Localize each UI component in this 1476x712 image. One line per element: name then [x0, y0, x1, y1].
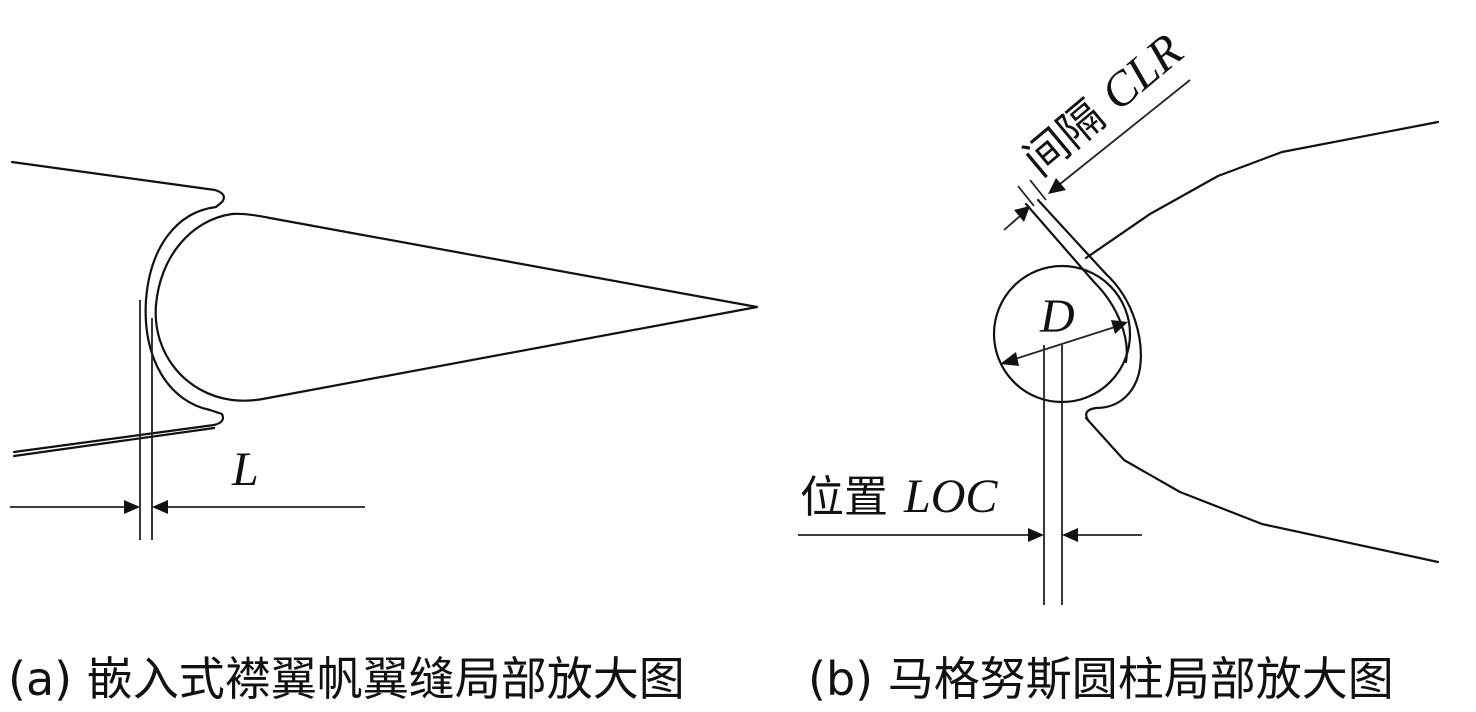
- main-wing-upper-surface: [10, 160, 225, 454]
- loc-label-var: LOC: [903, 470, 998, 523]
- clr-ref-2: [1029, 179, 1047, 201]
- diameter-label: D: [1039, 290, 1075, 343]
- diameter-line: [1011, 325, 1119, 361]
- clr-ref-1: [1017, 185, 1035, 207]
- main-wing-lower-edge: [12, 426, 216, 458]
- clr-label-cn: 间隔: [1014, 91, 1114, 187]
- clr-upper-line: [1059, 79, 1191, 185]
- panel-b-diagram: D 位置 LOC 间隔 CLR: [798, 24, 1440, 605]
- panel-a-diagram: L: [10, 160, 759, 540]
- main-wing-upper-surface-b: [1084, 120, 1440, 260]
- loc-label-cn: 位置: [800, 472, 888, 523]
- diameter-arrowhead-left: [1000, 352, 1019, 366]
- panel-b-caption: (b) 马格努斯圆柱局部放大图: [808, 652, 1394, 706]
- dimension-l-label: L: [231, 443, 259, 496]
- cylinder-fairing: [1036, 198, 1142, 422]
- clr-lower-line: [1003, 215, 1021, 231]
- loc-label: 位置 LOC: [800, 470, 998, 523]
- clr-upper-arrowhead: [1048, 178, 1066, 194]
- dimension-l-right-arrowhead: [152, 500, 168, 514]
- clr-lower-arrowhead: [1014, 206, 1030, 222]
- clr-label: 间隔 CLR: [1013, 24, 1193, 187]
- loc-right-arrowhead: [1062, 528, 1078, 542]
- main-wing-lower-surface-b: [1084, 416, 1440, 564]
- panel-a-caption: (a) 嵌入式襟翼帆翼缝局部放大图: [8, 652, 685, 706]
- dimension-l-left-arrowhead: [124, 500, 140, 514]
- loc-left-arrowhead: [1028, 528, 1044, 542]
- diameter-arrowhead-right: [1111, 320, 1128, 334]
- embedded-flap: [154, 212, 759, 402]
- clr-label-var: CLR: [1091, 24, 1193, 121]
